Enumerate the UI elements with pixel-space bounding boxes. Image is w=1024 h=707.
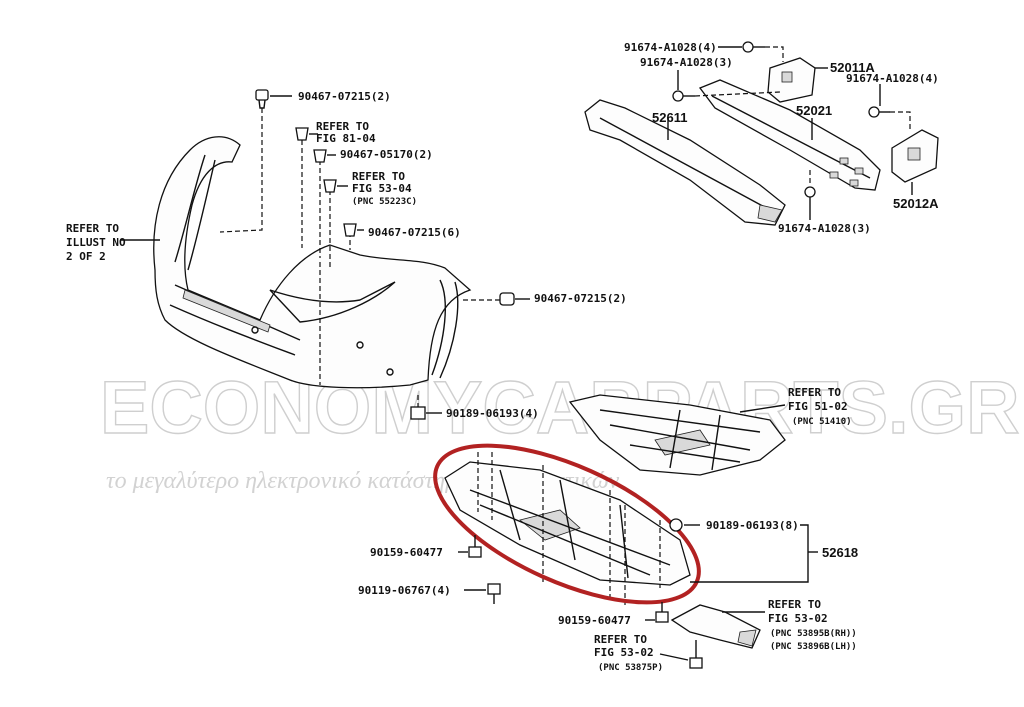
label-90159-60477-bottom: 90159-60477 — [558, 614, 631, 627]
bolt-icon — [689, 640, 703, 669]
side-bracket — [670, 604, 761, 649]
label-90189-06193-4: 90189-06193(4) — [446, 407, 539, 420]
refer-fig-53-02a-line3: (PNC 53895B(RH)) — [770, 629, 857, 639]
nut-icon — [669, 518, 683, 532]
label-90467-07215-6: 90467-07215(6) — [368, 226, 461, 239]
clip-icon — [343, 223, 357, 237]
bumper-cover — [153, 136, 472, 389]
label-90159-60477-left: 90159-60477 — [370, 546, 443, 559]
refer-illust-line1: REFER TO — [66, 222, 119, 235]
refer-fig-81-04-line1: REFER TO — [316, 120, 369, 133]
bolt-icon — [468, 535, 482, 558]
bolt-icon — [672, 90, 695, 102]
front-bumper-under-cover — [444, 452, 691, 605]
refer-fig-53-02a-line2: FIG 53-02 — [768, 612, 828, 625]
refer-fig-81-04-line2: FIG 81-04 — [316, 132, 376, 145]
label-91674-top: 91674-A1028(4) — [624, 41, 717, 54]
clip-icon — [323, 179, 337, 193]
clip-icon — [313, 149, 327, 163]
refer-fig-53-02b-line3: (PNC 53875P) — [598, 663, 663, 673]
bracket-52011A — [767, 57, 816, 103]
label-90189-06193-8: 90189-06193(8) — [706, 519, 799, 532]
refer-fig-53-02a-line1: REFER TO — [768, 598, 821, 611]
bolt-icon — [742, 41, 765, 53]
refer-fig-53-02b-line1: REFER TO — [594, 633, 647, 646]
bolt-icon — [868, 106, 890, 118]
label-90467-07215-mid: 90467-07215(2) — [534, 292, 627, 305]
label-52611: 52611 — [652, 110, 687, 125]
refer-illust-line3: 2 OF 2 — [66, 250, 106, 263]
label-90119-06767: 90119-06767(4) — [358, 584, 451, 597]
clip-icon — [295, 127, 309, 141]
nut-icon — [410, 406, 426, 420]
label-52011A: 52011A — [830, 60, 875, 75]
label-90467-05170: 90467-05170(2) — [340, 148, 433, 161]
refer-fig-51-02-line2: FIG 51-02 — [788, 400, 848, 413]
refer-fig-53-02b-line2: FIG 53-02 — [594, 646, 654, 659]
bumper-absorber-52611 — [584, 99, 786, 226]
refer-illust-line2: ILLUST NO — [66, 236, 126, 249]
refer-fig-53-04-line2: FIG 53-04 — [352, 182, 412, 195]
bolt-icon — [487, 583, 501, 604]
label-90467-07215-top: 90467-07215(2) — [298, 90, 391, 103]
engine-under-cover — [568, 394, 786, 476]
label-52012A: 52012A — [893, 196, 939, 211]
refer-fig-53-04-line1: REFER TO — [352, 170, 405, 183]
bolt-icon — [655, 602, 669, 623]
clip-icon — [499, 292, 515, 306]
label-91674-3b: 91674-A1028(3) — [778, 222, 871, 235]
label-52618: 52618 — [822, 545, 858, 560]
bolt-icon — [804, 186, 816, 220]
refer-fig-53-04-line3: (PNC 55223C) — [352, 197, 417, 207]
watermark-main: ECONOMYCARPARTS.GR — [100, 366, 1020, 449]
label-91674-3a: 91674-A1028(3) — [640, 56, 733, 69]
refer-fig-51-02-line1: REFER TO — [788, 386, 841, 399]
refer-fig-51-02-line3: (PNC 51410) — [792, 417, 852, 427]
bumper-reinforcement-52021 — [698, 79, 881, 191]
refer-fig-53-02a-line4: (PNC 53896B(LH)) — [770, 642, 857, 652]
label-52021: 52021 — [796, 103, 832, 118]
clip-icon — [255, 89, 269, 109]
label-91674-right: 91674-A1028(4) — [846, 72, 939, 85]
bracket-52012A — [891, 129, 939, 183]
